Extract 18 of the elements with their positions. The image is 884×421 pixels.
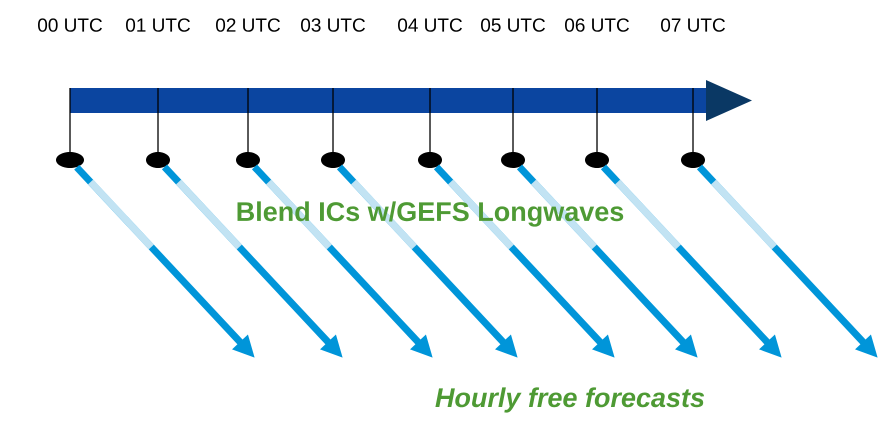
dot [146,152,170,168]
phase-label: Blend ICs w/GEFS Longwaves [238,201,624,227]
dot [681,152,705,168]
time-label: 00 UTC [38,18,102,32]
dot [585,152,609,168]
phase-label: Hourly free forecasts [435,387,704,413]
dot [236,152,260,168]
dot [418,152,442,168]
time-label: 06 UTC [565,18,629,32]
time-label: 01 UTC [126,18,190,32]
time-label: 02 UTC [216,18,280,32]
time-label: 05 UTC [481,18,545,32]
time-label: 07 UTC [661,18,725,32]
dot [321,152,345,168]
dot [501,152,525,168]
time-label: 04 UTC [398,18,462,32]
dot [56,152,84,168]
time-label: 03 UTC [301,18,365,32]
